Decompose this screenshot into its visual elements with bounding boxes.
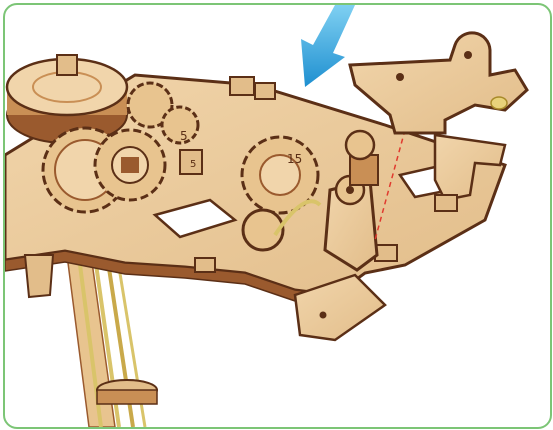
drum-gear <box>7 55 127 143</box>
down-left-arrow-icon <box>301 5 355 87</box>
engraved-label-2: 5 <box>190 159 196 170</box>
engraved-label-3: 15 <box>287 152 302 166</box>
assembly-illustration: 5 5 15 <box>5 5 550 427</box>
illustration-frame: 5 5 15 <box>3 3 552 429</box>
engraved-label-1: 5 <box>180 129 188 143</box>
rods <box>67 255 157 427</box>
floating-part <box>350 33 527 133</box>
